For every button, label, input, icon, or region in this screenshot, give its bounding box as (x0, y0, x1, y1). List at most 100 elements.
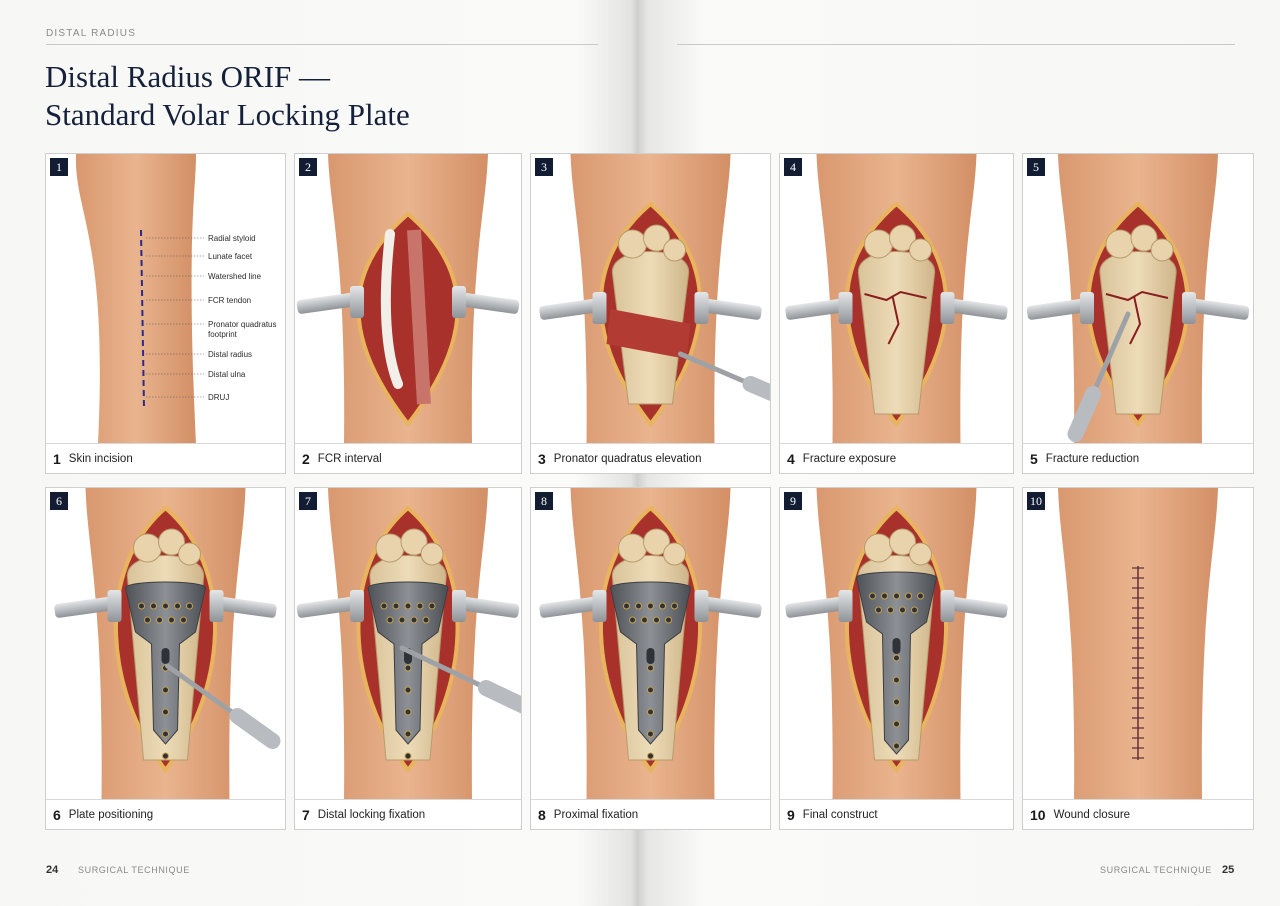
step-panel-3: 3 3 Pronator quadratus elevation (530, 153, 771, 474)
step-panel-1: Radial styloid Lunate facet Watershed li… (45, 153, 286, 474)
step-caption: 4 Fracture exposure (780, 443, 1013, 473)
elevator-instrument (678, 351, 770, 402)
step-number: 6 (53, 806, 61, 823)
retractor-right (1182, 292, 1250, 324)
step-illustration (46, 154, 285, 444)
step-illustration (1023, 154, 1253, 444)
carpal-bones (133, 528, 201, 566)
step-badge: 6 (50, 492, 68, 510)
page-number-left: 24 (46, 864, 59, 876)
header-rule-left (46, 44, 598, 45)
step-number: 8 (538, 806, 546, 823)
step-illustration (46, 488, 285, 800)
step-illustration (780, 154, 1013, 444)
forearm-shape (75, 154, 196, 444)
step-label: Wound closure (1053, 808, 1131, 821)
page-number-right: 25 (1222, 864, 1235, 876)
anatomy-labels: Radial styloid Lunate facet Watershed li… (46, 154, 285, 473)
step-panel-9: 9 9 Final construct (779, 487, 1014, 830)
step-caption: 6 Plate positioning (46, 799, 285, 829)
retractor-left (539, 590, 607, 622)
fracture-lines (1105, 290, 1169, 345)
skin-incision-illustration (46, 154, 285, 444)
retractor-right (694, 292, 762, 324)
sutures (1132, 567, 1144, 759)
footer-section-right: SURGICAL TECHNIQUE (1100, 865, 1212, 875)
step-label: Proximal fixation (553, 808, 639, 821)
step-illustration (531, 488, 770, 800)
step-caption: 5 Fracture reduction (1023, 443, 1253, 473)
step-badge: 10 (1027, 492, 1045, 510)
carpal-bones (618, 528, 686, 566)
step-illustration (1023, 488, 1253, 800)
step-panel-10: 10 10 Wound closure (1022, 487, 1254, 830)
anatomy-label: Distal radius (208, 350, 253, 359)
reduction-instrument (1067, 311, 1131, 442)
anatomy-label: DRUJ (208, 393, 230, 402)
retractor-right (940, 590, 1008, 622)
step-badge: 5 (1027, 158, 1045, 176)
step-number: 9 (787, 806, 795, 823)
fcr-interval-illustration (295, 154, 521, 444)
anatomy-label: Pronator quadratus footprint (208, 320, 277, 339)
anatomy-label: Watershed line (208, 272, 262, 281)
header-rule-right (677, 44, 1235, 45)
carpal-bones (1105, 224, 1174, 262)
flexor-muscle (407, 229, 431, 405)
step-panel-5: 5 5 Fracture reduction (1022, 153, 1254, 474)
page-title-line1: Distal Radius ORIF — (45, 59, 331, 94)
anatomy-label: FCR tendon (208, 296, 252, 305)
step-illustration (295, 488, 521, 800)
step-number: 2 (302, 450, 310, 467)
retractor-left (54, 590, 122, 622)
wound-closure-illustration (1023, 488, 1253, 800)
final-construct-illustration (780, 488, 1013, 800)
carpal-bones (375, 528, 444, 566)
volar-plate (124, 581, 207, 760)
step-panel-4: 4 4 Fracture exposure (779, 153, 1014, 474)
step-number: 3 (538, 450, 546, 467)
anatomy-label: Lunate facet (208, 252, 253, 261)
step-panel-7: 7 7 Distal locking fixation (294, 487, 522, 830)
retractor-right (940, 292, 1008, 324)
step-badge: 8 (535, 492, 553, 510)
step-badge: 9 (784, 492, 802, 510)
step-caption: 1 Skin incision (46, 443, 285, 473)
step-panel-8: 8 8 Proximal fixation (530, 487, 771, 830)
step-label: Skin incision (68, 452, 133, 465)
carpal-bones (864, 528, 932, 566)
step-number: 5 (1030, 450, 1038, 467)
pronator-elevation-illustration (531, 154, 770, 444)
step-badge: 4 (784, 158, 802, 176)
proximal-fixation-illustration (531, 488, 770, 800)
step-caption: 7 Distal locking fixation (295, 799, 521, 829)
step-label: Plate positioning (68, 808, 154, 821)
step-label: Fracture exposure (802, 452, 897, 465)
pronator-quadratus (606, 309, 691, 359)
retractor-left (539, 292, 607, 324)
step-label: Fracture reduction (1045, 452, 1140, 465)
distal-locking-illustration (295, 488, 521, 800)
step-caption: 8 Proximal fixation (531, 799, 770, 829)
page-title-line2: Standard Volar Locking Plate (45, 97, 410, 132)
anatomy-label: Distal ulna (208, 370, 246, 379)
page-title: Distal Radius ORIF — Standard Volar Lock… (45, 58, 565, 134)
step-badge: 2 (299, 158, 317, 176)
step-number: 10 (1030, 806, 1046, 823)
step-label: Final construct (802, 808, 878, 821)
carpal-bones (864, 224, 932, 262)
volar-plate (855, 571, 938, 755)
step-panel-2: 2 2 FCR interval (294, 153, 522, 474)
retractor-right (452, 590, 520, 622)
volar-plate (609, 581, 692, 760)
retractor-left (296, 590, 364, 622)
retractor-right (452, 286, 520, 318)
label-leader-lines (146, 237, 204, 398)
footer-section-left: SURGICAL TECHNIQUE (78, 865, 190, 875)
step-number: 7 (302, 806, 310, 823)
step-caption: 10 Wound closure (1023, 799, 1253, 829)
fracture-exposure-illustration (780, 154, 1013, 444)
carpal-bones (618, 224, 686, 262)
drill-guide-instrument (399, 645, 521, 714)
